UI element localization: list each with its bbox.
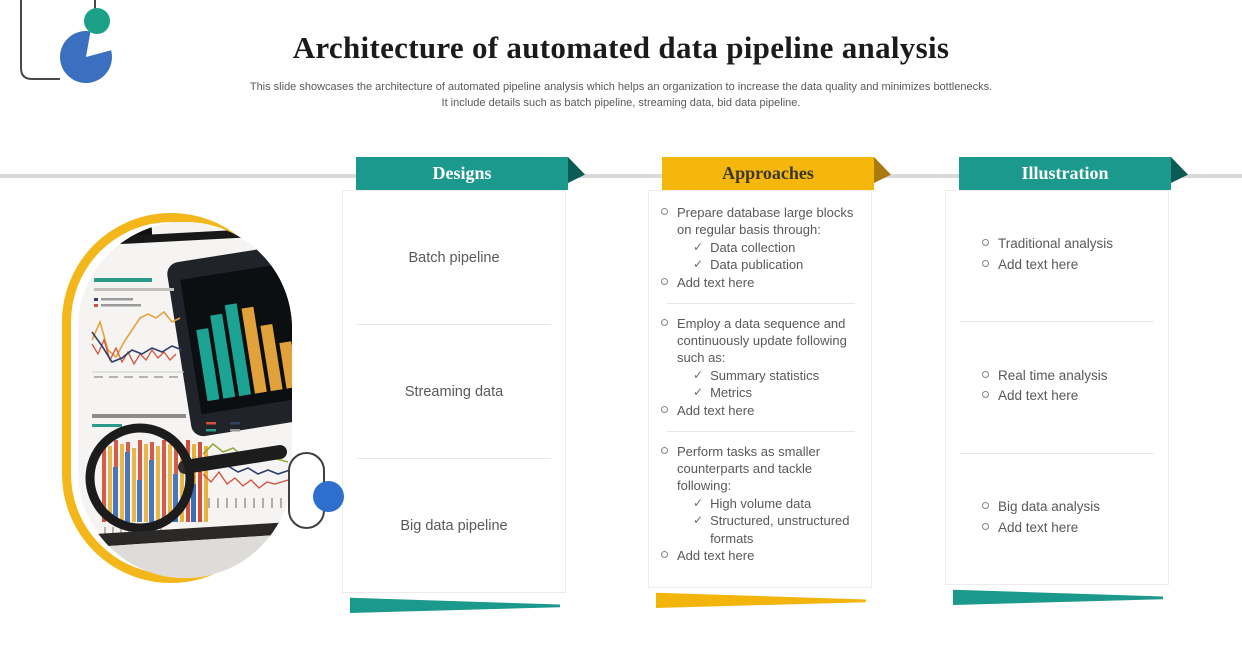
approach-section: Prepare database large blocks on regular… xyxy=(661,204,861,292)
check-text: Data publication xyxy=(710,257,804,273)
circle-bullet-icon xyxy=(661,405,668,413)
illustration-section: Big data analysis Add text here xyxy=(946,454,1168,584)
section-divider xyxy=(667,302,855,304)
section-divider xyxy=(667,430,855,432)
illustration-section: Traditional analysis Add text here xyxy=(946,191,1168,321)
bullet-item: Add text here xyxy=(661,274,861,291)
column-header-label: Approaches xyxy=(722,163,814,183)
bullet-text: Add text here xyxy=(998,257,1079,273)
blue-dot-decoration xyxy=(313,481,344,512)
banner-fold-icon xyxy=(1171,157,1188,183)
bullet-text: Add text here xyxy=(677,274,755,290)
bullet-text: Traditional analysis xyxy=(998,236,1114,252)
bullet-text: Add text here xyxy=(998,519,1079,535)
approaches-card: Prepare database large blocks on regular… xyxy=(648,190,872,588)
bullet-item: Add text here xyxy=(982,519,1168,537)
approach-section: Perform tasks as smaller counterparts an… xyxy=(661,443,861,565)
bottom-wedge xyxy=(953,589,1163,605)
circle-bullet-icon xyxy=(982,502,989,509)
check-item: ✓ Data publication xyxy=(693,256,861,273)
check-item: ✓ Summary statistics xyxy=(693,367,861,384)
bullet-text: Add text here xyxy=(998,388,1079,404)
circle-bullet-icon xyxy=(661,318,668,326)
bullet-item: Prepare database large blocks on regular… xyxy=(661,204,861,238)
check-item: ✓ Metrics xyxy=(693,384,861,401)
subtitle-line-2: It include details such as batch pipelin… xyxy=(441,96,801,109)
bullet-text: Add text here xyxy=(677,402,755,418)
subtitle-line-1: This slide showcases the architecture of… xyxy=(249,81,993,93)
column-approaches: Approaches Prepare database large blocks… xyxy=(648,157,891,608)
circle-bullet-icon xyxy=(982,260,989,268)
row-divider xyxy=(960,321,1154,323)
check-text: Summary statistics xyxy=(710,368,820,384)
circle-bullet-icon xyxy=(661,208,668,215)
bullet-item: Employ a data sequence and continuously … xyxy=(661,315,861,366)
row-divider xyxy=(960,452,1154,454)
design-item-label: Streaming data xyxy=(404,383,504,400)
bullet-item: Traditional analysis xyxy=(982,235,1168,253)
column-illustration: Illustration Traditional analysis Add te… xyxy=(945,157,1188,605)
bullet-item: Perform tasks as smaller counterparts an… xyxy=(661,443,861,494)
bullet-text: Real time analysis xyxy=(998,367,1108,383)
check-item: ✓ Data collection xyxy=(693,239,861,256)
bullet-item: Real time analysis xyxy=(982,367,1168,385)
check-text: High volume data xyxy=(710,496,812,512)
design-item: Batch pipeline xyxy=(343,191,565,324)
column-header-illustration: Illustration xyxy=(959,157,1188,190)
check-item: ✓ High volume data xyxy=(693,495,861,512)
page-title: Architecture of automated data pipeline … xyxy=(292,30,950,65)
design-item: Big data pipeline xyxy=(343,459,565,592)
checkmark-icon: ✓ xyxy=(693,240,704,255)
bullet-item: Big data analysis xyxy=(982,498,1168,516)
circle-bullet-icon xyxy=(982,370,989,378)
circle-bullet-icon xyxy=(982,239,989,247)
banner-fold-icon xyxy=(568,157,585,183)
illustration-card: Traditional analysis Add text here Real … xyxy=(945,190,1169,585)
horizontal-divider xyxy=(0,174,1242,178)
check-text: Data collection xyxy=(710,240,796,256)
bullet-text: Employ a data sequence and continuously … xyxy=(677,315,847,366)
column-designs: Designs Batch pipeline Streaming data Bi… xyxy=(342,157,585,613)
page-subtitle: This slide showcases the architecture of… xyxy=(121,80,1121,112)
bullet-item: Add text here xyxy=(982,387,1168,405)
illustration-section: Real time analysis Add text here xyxy=(946,322,1168,452)
circle-bullet-icon xyxy=(982,391,989,399)
bottom-wedge xyxy=(656,592,866,608)
column-header-approaches: Approaches xyxy=(662,157,891,190)
column-header-label: Illustration xyxy=(1021,163,1109,183)
bullet-text: Add text here xyxy=(677,547,755,563)
bullet-item: Add text here xyxy=(661,402,861,419)
row-divider xyxy=(357,324,551,325)
checkmark-icon: ✓ xyxy=(693,513,704,528)
analytics-photo xyxy=(78,222,292,578)
checkmark-icon: ✓ xyxy=(693,496,704,511)
bullet-text: Perform tasks as smaller counterparts an… xyxy=(677,443,821,494)
column-header-designs: Designs xyxy=(356,157,585,190)
checkmark-icon: ✓ xyxy=(693,257,704,272)
bottom-wedge xyxy=(350,597,560,613)
company-logo-icon xyxy=(20,0,112,84)
bullet-text: Big data analysis xyxy=(998,499,1101,514)
bullet-item: Add text here xyxy=(661,547,861,564)
bullet-item: Add text here xyxy=(982,256,1168,274)
approach-section: Employ a data sequence and continuously … xyxy=(661,315,861,420)
column-header-label: Designs xyxy=(432,163,492,183)
circle-bullet-icon xyxy=(661,277,668,285)
circle-bullet-icon xyxy=(982,522,989,530)
bullet-text: Prepare database large blocks on regular… xyxy=(677,205,854,238)
check-text: Structured, unstructured formats xyxy=(710,513,850,546)
designs-card: Batch pipeline Streaming data Big data p… xyxy=(342,190,566,593)
check-text: Metrics xyxy=(710,385,752,401)
design-item-label: Big data pipeline xyxy=(400,517,508,534)
row-divider xyxy=(357,458,551,459)
design-item-label: Batch pipeline xyxy=(408,249,500,266)
check-item: ✓ Structured, unstructured formats xyxy=(693,512,861,546)
design-item: Streaming data xyxy=(343,325,565,458)
banner-fold-icon xyxy=(874,157,891,183)
circle-bullet-icon xyxy=(661,550,668,558)
checkmark-icon: ✓ xyxy=(693,368,704,383)
circle-bullet-icon xyxy=(661,446,668,454)
checkmark-icon: ✓ xyxy=(693,385,704,400)
